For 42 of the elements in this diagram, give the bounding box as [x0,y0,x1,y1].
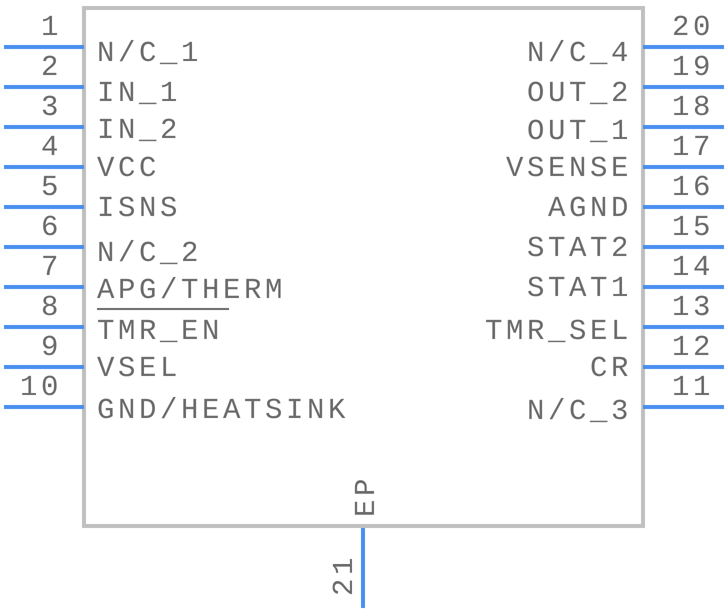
pin-number: 21 [330,554,360,596]
pin-name: VSEL [97,354,182,384]
pin-number: 6 [40,213,62,243]
pin-name: N/C_1 [97,39,202,69]
pin-name: GND/HEATSINK [97,396,350,426]
pin-name: OUT_2 [526,79,632,109]
pin-name: VSENSE [506,154,632,184]
pin-name: N/C_2 [97,239,202,269]
pin-name: STAT2 [526,234,632,264]
pin-number: 18 [672,93,714,123]
pin-name: AGND [548,194,632,224]
pin-name: TMR_EN [97,317,224,347]
pin-name: ISNS [97,194,182,224]
pin-name: IN_2 [97,116,182,146]
pin-number: 8 [40,293,62,323]
pin-number: 12 [672,333,714,363]
pin-number: 19 [672,53,714,83]
pin-name: STAT1 [526,274,632,304]
pin-number: 20 [672,13,714,43]
pin-number: 5 [40,173,62,203]
pin-name: APG/THERM [97,276,286,306]
pin-name: N/C_3 [526,397,632,427]
pin-name: OUT_1 [526,117,632,147]
pin-number: 14 [672,253,714,283]
pin-number: 4 [40,133,62,163]
pin-number: 17 [672,133,714,163]
pin-number: 11 [672,373,714,403]
pin-name: TMR_SEL [484,317,632,347]
pin-number: 3 [40,93,62,123]
pin-name: VCC [97,154,160,184]
pin-number: 2 [40,53,62,83]
pin-number: 13 [672,293,714,323]
pin-name: IN_1 [97,79,182,109]
pin-number: 1 [40,13,62,43]
pin-number: 9 [40,333,62,363]
pin-name: CR [590,354,632,384]
pin-number: 15 [672,213,714,243]
pin-name: EP [352,474,382,517]
pin-number: 7 [40,253,62,283]
pin-number: 16 [672,173,714,203]
pin-name: N/C_4 [526,39,632,69]
pin-number: 10 [20,373,62,403]
